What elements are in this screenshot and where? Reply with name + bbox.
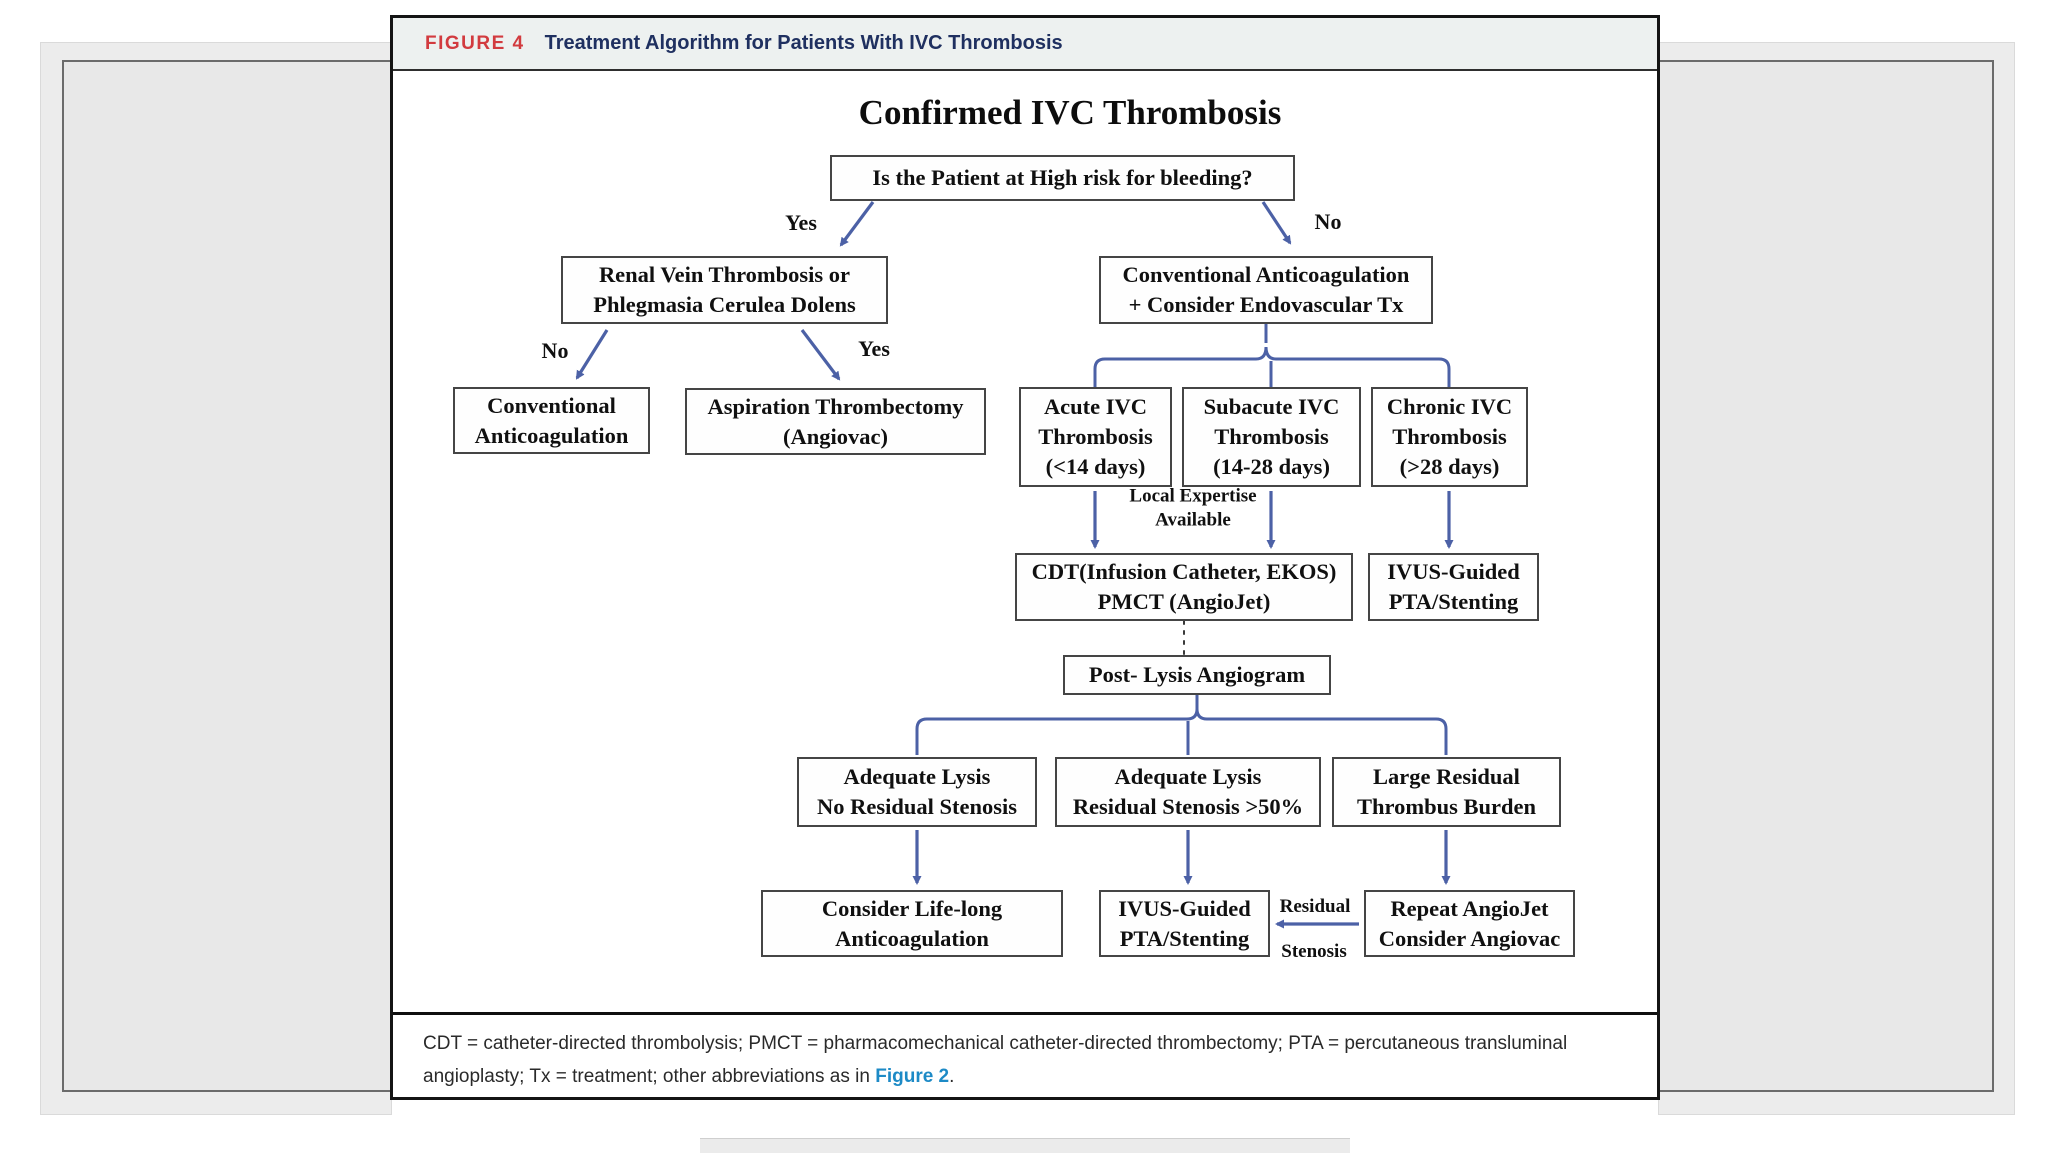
flow-node-question: Is the Patient at High risk for bleeding…: [830, 155, 1295, 201]
figure-2-link[interactable]: Figure 2: [875, 1066, 950, 1087]
edge-label-yes-top: Yes: [785, 210, 817, 235]
flow-arrow: [1261, 201, 1292, 245]
right-page-inner-frame: [1652, 60, 1994, 1092]
left-page-inner-frame: [62, 60, 406, 1092]
caption-period: .: [949, 1066, 955, 1087]
edge-label-no-top: No: [1314, 209, 1342, 234]
diagram-title: Confirmed IVC Thrombosis: [858, 93, 1282, 132]
next-page-edge: [700, 1138, 1350, 1153]
connector-layer: [575, 201, 1454, 929]
flow-arrow: [575, 329, 609, 380]
caption-line-2: angioplasty; Tx = treatment; other abbre…: [423, 1066, 876, 1087]
figure-number-label: FIGURE 4: [425, 32, 525, 54]
edge-label-no-left: No: [541, 338, 569, 363]
flow-arrow: [800, 329, 841, 381]
caption-line-1: CDT = catheter-directed thrombolysis; PM…: [423, 1033, 1568, 1054]
flow-node-post-lysis: Post- Lysis Angiogram: [1063, 655, 1331, 695]
flow-node-conv-endo: Conventional Anticoagulation+ Consider E…: [1099, 256, 1433, 324]
flow-arrow: [839, 201, 875, 247]
figure-caption: CDT = catheter-directed thrombolysis; PM…: [393, 1012, 1657, 1094]
figure-panel: FIGURE 4 Treatment Algorithm for Patient…: [390, 15, 1660, 1100]
flow-bracket: [915, 708, 1448, 755]
edge-label-local-expertise: Local Expertise Available: [1129, 485, 1257, 530]
edge-label-yes-mid: Yes: [858, 336, 890, 361]
flow-bracket: [1093, 346, 1451, 387]
flow-node-aspiration: Aspiration Thrombectomy(Angiovac): [685, 388, 986, 455]
flow-node-cdt-pmct: CDT(Infusion Catheter, EKOS)PMCT (AngioJ…: [1015, 553, 1353, 621]
flowchart: Confirmed IVC Thrombosis Is the Patient …: [393, 71, 1657, 1012]
figure-header-title: Treatment Algorithm for Patients With IV…: [544, 32, 1063, 54]
edge-label-residual: Residual: [1279, 896, 1351, 918]
edge-label-stenosis: Stenosis: [1281, 941, 1347, 963]
figure-header-band: FIGURE 4 Treatment Algorithm for Patient…: [393, 18, 1657, 71]
